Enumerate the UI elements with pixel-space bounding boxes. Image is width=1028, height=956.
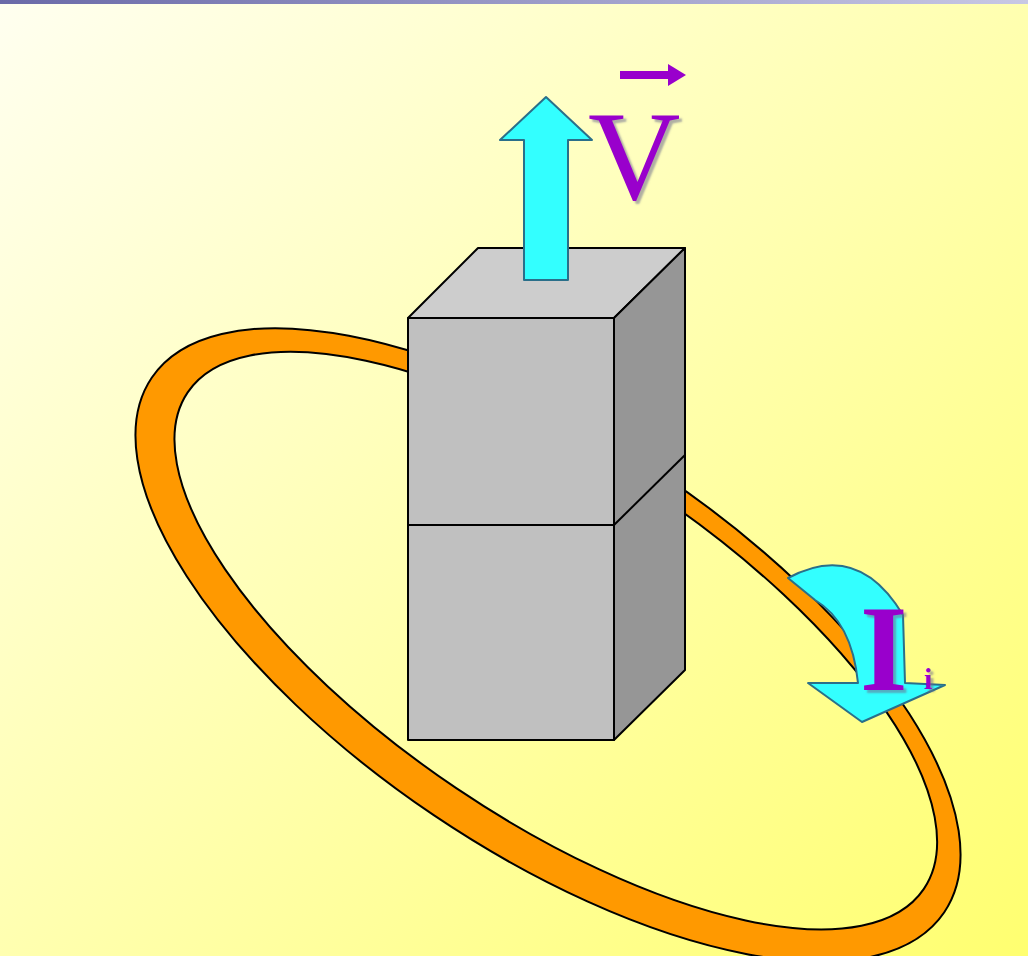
current-symbol: I bbox=[860, 588, 907, 710]
velocity-arrow bbox=[500, 97, 592, 280]
bar-magnet bbox=[408, 248, 685, 740]
current-subscript: i bbox=[924, 664, 932, 694]
conducting-ring bbox=[37, 208, 1028, 956]
current-arrow bbox=[788, 565, 945, 722]
velocity-symbol: V bbox=[588, 92, 680, 220]
header-bar bbox=[0, 0, 1028, 4]
vector-mark bbox=[620, 64, 686, 86]
